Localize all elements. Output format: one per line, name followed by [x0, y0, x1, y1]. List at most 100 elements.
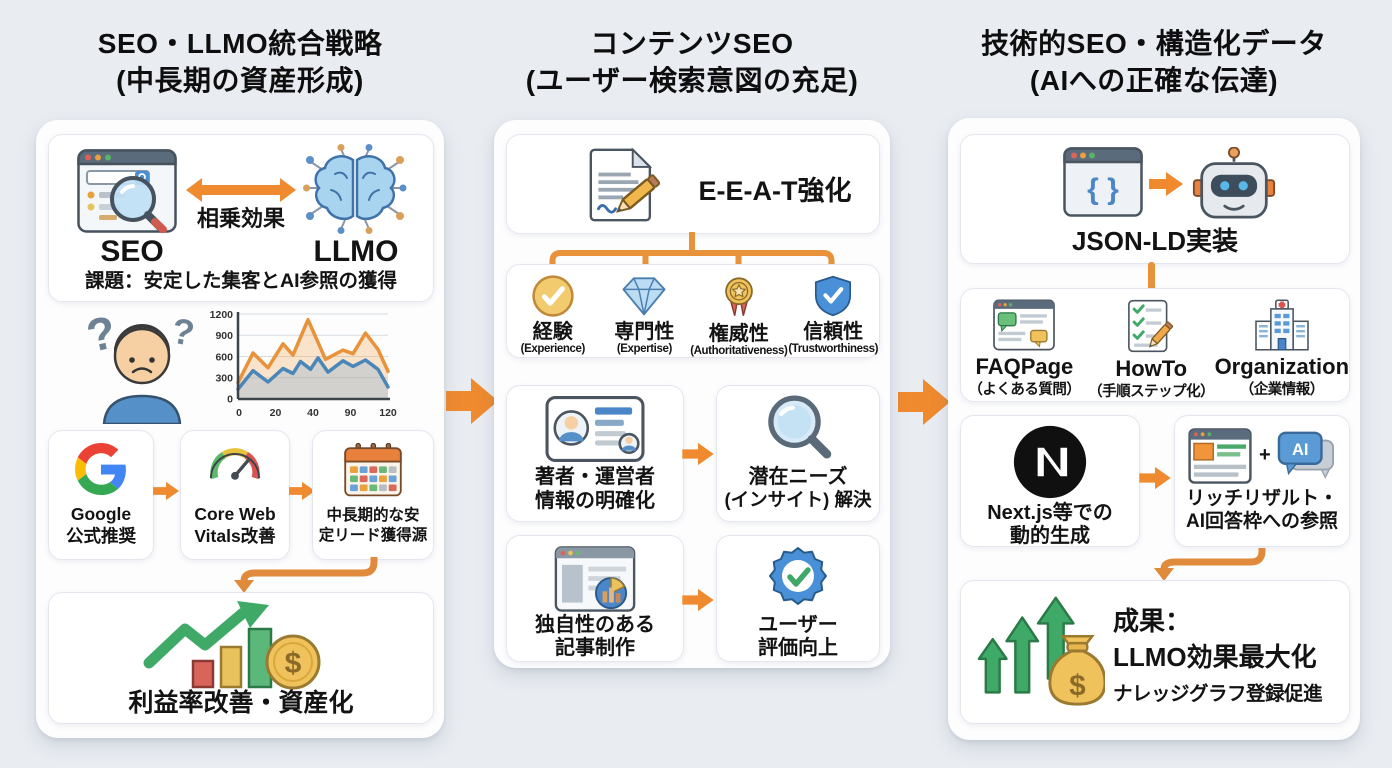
svg-text:900: 900	[215, 330, 233, 342]
step-label: Core Web	[194, 504, 276, 524]
eeat-label: E-E-A-T強化	[698, 176, 852, 206]
nextjs-label-line1: Next.js等での	[987, 502, 1113, 524]
jsonld-label: JSON-LD実装	[1071, 226, 1239, 256]
insight-card: 潜在ニーズ (インサイト) 解決	[716, 385, 880, 522]
id-card-icon	[545, 396, 645, 462]
challenge-caption: 課題：安定した集客とAI参照の獲得	[84, 270, 397, 292]
eeat-item-jp: 権威性	[708, 323, 769, 345]
chart-x-ticks: 0 20 40 90 120	[236, 407, 397, 419]
step-label: 定リード獲得源	[318, 527, 428, 544]
google-logo-icon	[75, 443, 126, 495]
left-panel: 相乗効果 SEO LLMO 課題：安定した集客	[36, 120, 444, 738]
insight-label-line1: 潜在ニーズ	[748, 466, 848, 488]
ai-glyph: AI	[1292, 441, 1308, 459]
step-label: Google	[70, 504, 132, 524]
chart-y-ticks: 1200 900 600 300 0	[210, 310, 234, 406]
llmo-result-card: $ 成果： LLMO効果最大化 ナレッジグラフ登録促進	[960, 580, 1350, 724]
faq-browser-icon	[993, 299, 1056, 351]
schema-types-card: FAQPage （よくある質問）	[960, 288, 1350, 402]
browser-analytics-icon	[554, 546, 636, 612]
organization-building-icon	[1255, 299, 1309, 351]
rich-results-card: + AI リッチリザルト・ AI回答枠への参照	[1174, 415, 1350, 547]
check-circle-icon	[532, 275, 574, 317]
schema-item-organization: Organization （企業情報）	[1215, 289, 1349, 401]
browser-search-icon	[77, 149, 177, 233]
nextjs-card: Next.js等での 動的生成	[960, 415, 1140, 547]
step-label: 中長期的な安	[326, 507, 420, 524]
svg-text:300: 300	[215, 373, 233, 385]
eeat-item-trustworthiness: 信頼性 (Trustworthiness)	[787, 265, 879, 357]
right-title-line1: 技術的SEO・構造化データ	[981, 28, 1327, 59]
schema-item-jp: （企業情報）	[1239, 382, 1325, 399]
result-label-line1: 成果：	[1113, 606, 1192, 636]
eeat-item-authoritativeness: 権威性 (Authoritativeness)	[690, 265, 788, 357]
confused-person-icon: ? ?	[86, 305, 197, 424]
right-arrow-icon	[289, 481, 315, 501]
middle-panel: E-E-A-T強化 経験 (Experience)	[494, 120, 890, 668]
svg-text:40: 40	[307, 407, 319, 419]
ai-brain-circuit-icon	[303, 144, 407, 234]
bracket-connector	[549, 232, 835, 266]
right-arrow-icon	[1149, 172, 1183, 196]
stable-leads-card: 中長期的な安 定リード獲得源	[312, 430, 434, 560]
nextjs-logo-icon	[1013, 425, 1087, 499]
magnifier-icon	[768, 395, 832, 459]
column-flow-arrow-icon	[446, 378, 498, 424]
left-title-line1: SEO・LLMO統合戦略	[97, 28, 383, 59]
insight-label-line2: (インサイト) 解決	[724, 489, 872, 510]
svg-text:20: 20	[270, 407, 282, 419]
schema-item-en: FAQPage	[975, 354, 1074, 379]
medal-icon	[724, 277, 753, 316]
nextjs-label-line2: 動的生成	[1010, 525, 1090, 547]
svg-text:600: 600	[215, 352, 233, 364]
svg-text:120: 120	[379, 407, 397, 419]
schema-item-jp: （よくある質問）	[968, 382, 1081, 399]
shield-check-icon	[815, 275, 852, 317]
right-arrow-icon	[682, 442, 714, 466]
step-label: 公式推奨	[66, 526, 136, 546]
right-title-line2: (AIへの正確な伝達)	[1029, 64, 1279, 96]
schema-item-howto: HowTo （手順ステップ化）	[1088, 289, 1215, 401]
eeat-item-jp: 専門性	[614, 321, 675, 343]
rich-results-icon-group: + AI	[1187, 428, 1337, 484]
rich-label-line2: AI回答枠への参照	[1185, 511, 1338, 532]
schema-item-jp: （手順ステップ化）	[1088, 384, 1215, 401]
eeat-item-expertise: 専門性 (Expertise)	[599, 265, 691, 357]
calendar-icon	[344, 443, 402, 497]
column-flow-arrow-icon	[898, 379, 950, 425]
right-column-title: 技術的SEO・構造化データ (AIへの正確な伝達)	[948, 26, 1360, 100]
plus-glyph: +	[1259, 444, 1271, 466]
profit-result-label: 利益率改善・資産化	[128, 689, 354, 717]
author-label-line1: 著者・運営者	[535, 466, 655, 488]
seo-llmo-synergy-card: 相乗効果 SEO LLMO 課題：安定した集客	[48, 134, 434, 302]
diamond-icon	[622, 277, 666, 316]
unique-article-card: 独自性のある 記事制作	[506, 535, 684, 662]
result-label-line2: LLMO効果最大化	[1113, 642, 1317, 672]
middle-title-line2: (ユーザー検索意図の充足)	[525, 64, 859, 96]
right-arrow-icon	[1139, 466, 1171, 490]
author-info-card: 著者・運営者 情報の明確化	[506, 385, 684, 522]
badge-check-icon	[769, 547, 827, 605]
unique-label-line2: 記事制作	[555, 637, 635, 659]
right-arrow-icon	[153, 481, 179, 501]
eeat-item-jp: 信頼性	[803, 321, 864, 343]
unique-label-line1: 独自性のある	[535, 614, 655, 636]
braces-glyph: { }	[1087, 173, 1119, 206]
right-arrow-icon	[682, 588, 714, 612]
code-browser-icon: { }	[1063, 147, 1143, 217]
schema-item-en: Organization	[1214, 354, 1350, 379]
schema-item-faqpage: FAQPage （よくある質問）	[961, 289, 1088, 401]
checklist-pencil-icon	[1128, 299, 1174, 353]
dollar-glyph: $	[1069, 669, 1085, 702]
eeat-items-card: 経験 (Experience) 専門性 (Expertise)	[506, 264, 880, 358]
rating-label-line1: ユーザー	[758, 614, 838, 636]
eeat-item-jp: 経験	[532, 321, 573, 343]
core-web-vitals-card: Core Web Vitals改善	[180, 430, 290, 560]
eeat-card: E-E-A-T強化	[506, 134, 880, 234]
robot-icon	[1192, 147, 1276, 219]
eeat-item-en: (Expertise)	[616, 343, 672, 355]
eeat-item-en: (Experience)	[520, 343, 586, 355]
dollar-glyph: $	[285, 647, 302, 680]
ai-chat-bubble-icon: AI	[1277, 431, 1335, 479]
vertical-connector	[1148, 262, 1155, 290]
